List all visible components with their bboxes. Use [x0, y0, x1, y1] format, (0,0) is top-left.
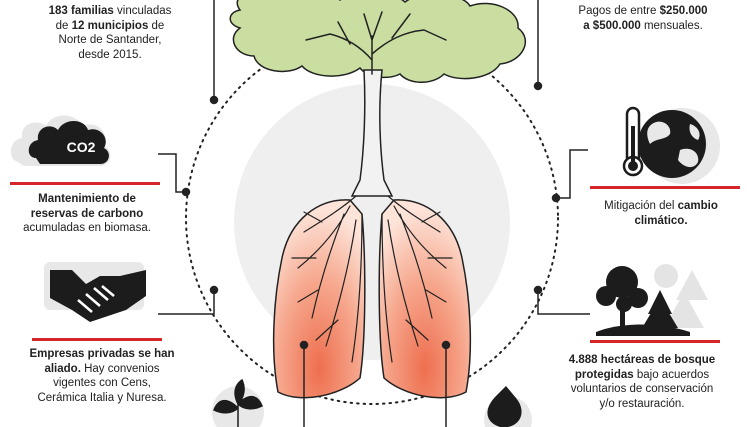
families-count: 183 familias [48, 5, 114, 17]
payments-text: Pagos de entre $250.000 a $500.000 mensu… [548, 4, 738, 33]
thermometer-globe-icon [622, 106, 720, 184]
lungs [272, 199, 472, 399]
forest-line2-bold: protegidas [574, 368, 634, 381]
handshake-icon [44, 262, 146, 322]
co2-label: CO2 [67, 139, 96, 155]
payments-line1-pre: Pagos de entre [578, 5, 660, 17]
climate-text: Mitigación del cambio climático. [576, 199, 746, 228]
companies-line1: Empresas privadas se han [29, 348, 175, 360]
companies-text: Empresas privadas se han aliado. Hay con… [4, 347, 200, 405]
forest-line4: y/o restauración. [599, 397, 685, 410]
payments-max: a $500.000 [583, 19, 641, 32]
climate-line2: climático. [634, 214, 688, 227]
companies-line2-post: Hay convenios [80, 362, 160, 375]
families-line4: desde 2015. [78, 48, 142, 61]
companies-line2-bold: aliado. [44, 362, 81, 375]
families-municipios: 12 municipios [71, 19, 149, 32]
forest-red-bar [590, 340, 720, 343]
carbon-line2: reservas de carbono [30, 207, 144, 220]
companies-red-bar [32, 338, 162, 341]
connector-lines [158, 0, 590, 427]
sprout-icon [212, 378, 264, 427]
tree-foliage [229, 0, 527, 83]
payments-line2-post: mensuales. [640, 19, 703, 32]
companies-line3: vigentes con Cens, [53, 377, 151, 389]
forest-line1: 4.888 hectáreas de bosque [568, 354, 716, 366]
families-line3: Norte de Santander, [58, 34, 162, 46]
companies-line4: Cerámica Italia y Nuresa. [37, 391, 167, 404]
lung-roots [291, 195, 453, 363]
forest-text: 4.888 hectáreas de bosque protegidas baj… [544, 353, 740, 411]
forest-line2-post: bajo acuerdos [633, 368, 710, 381]
climate-line1-bold: cambio [677, 200, 718, 212]
carbon-line3: acumuladas en biomasa. [23, 222, 151, 234]
carbon-line1: Mantenimiento de [38, 193, 136, 205]
families-text: 183 familias vinculadas de 12 municipios… [20, 4, 200, 62]
forest-line3: voluntarios de conservación [570, 383, 714, 395]
tree-branches [305, 11, 447, 75]
carbon-text: Mantenimiento de reservas de carbono acu… [4, 192, 170, 236]
climate-line1-pre: Mitigación del [604, 200, 678, 212]
carbon-red-bar [10, 182, 160, 185]
families-line2-pre: de [55, 19, 72, 32]
left-lung [272, 199, 366, 399]
dotted-ring [185, 31, 559, 405]
families-line2-post: de [148, 19, 165, 32]
water-drop-icon [484, 386, 532, 427]
families-line1: vinculadas [113, 5, 172, 17]
climate-red-bar [590, 186, 740, 189]
tree-trunk [350, 69, 394, 197]
payments-min: $250.000 [659, 5, 708, 17]
forest-icon [596, 264, 708, 336]
co2-cloud-icon [10, 115, 111, 166]
